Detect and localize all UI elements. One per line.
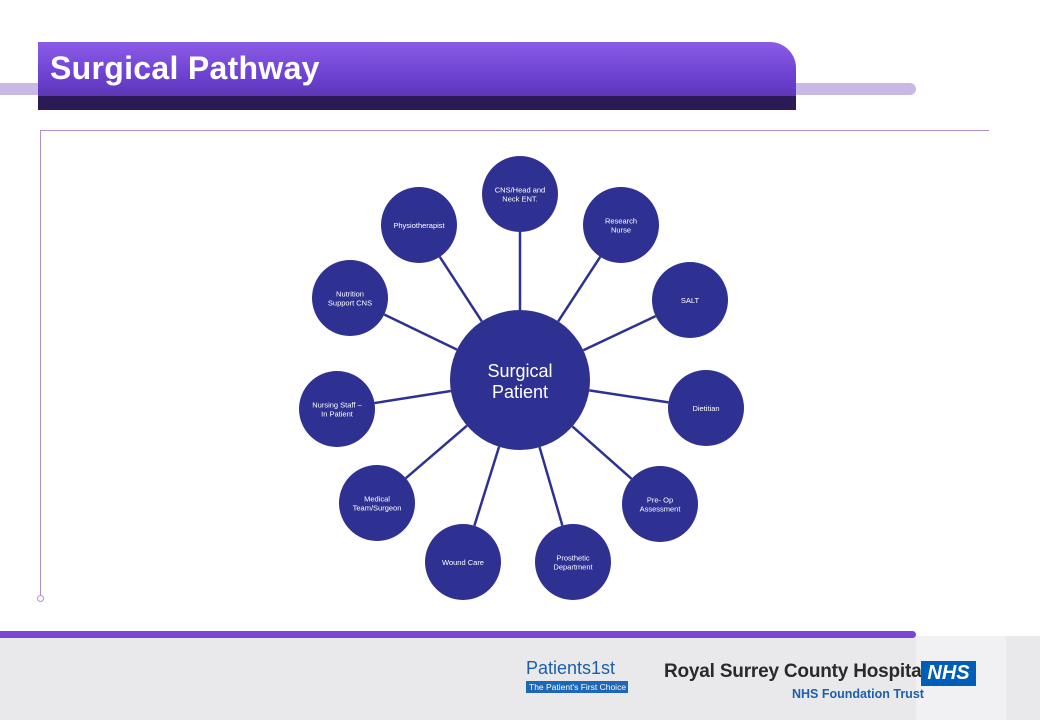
- center-node: Surgical Patient: [450, 310, 590, 450]
- pathway-node-circle: [312, 260, 388, 336]
- pathway-node-circle: [668, 370, 744, 446]
- content-frame-dot: [37, 595, 44, 602]
- patients-first-logo: Patients1st The Patient's First Choice: [526, 658, 628, 700]
- pathway-node: Physiotherapist: [381, 187, 457, 263]
- spoke-line: [438, 256, 483, 323]
- spoke-line: [582, 315, 657, 352]
- spoke-line: [404, 424, 468, 480]
- content-frame-top: [40, 130, 989, 131]
- trust-name: NHS Foundation Trust: [792, 687, 924, 701]
- pathway-node-circle: [652, 262, 728, 338]
- pathway-node-label: Wound Care: [442, 558, 484, 567]
- pathway-node-label: Physiotherapist: [393, 221, 445, 230]
- center-circle: [450, 310, 590, 450]
- patients-first-tagline: The Patient's First Choice: [526, 681, 628, 693]
- pathway-node-label: Prosthetic: [556, 554, 590, 563]
- pathway-node: Dietitian: [668, 370, 744, 446]
- spoke-line: [374, 389, 452, 405]
- spoke-line: [538, 446, 564, 526]
- pathway-node-circle: [381, 187, 457, 263]
- footer-accent-bar: [0, 631, 916, 638]
- pathway-node-label: Support CNS: [328, 299, 372, 308]
- spoke-line: [571, 425, 633, 480]
- spoke-line: [589, 389, 669, 404]
- page-title: Surgical Pathway: [50, 50, 320, 86]
- pathway-node-label: SALT: [681, 296, 700, 305]
- patients-first-word: Patients: [526, 658, 592, 678]
- pathway-node-circle: [299, 371, 375, 447]
- pathway-node-label: Department: [553, 563, 593, 572]
- pathway-node-label: Research: [605, 217, 637, 226]
- pathway-node-label: Assessment: [640, 505, 682, 514]
- pathway-node-label: Medical: [364, 495, 390, 504]
- spoke-lines: [374, 232, 669, 527]
- spoke-line: [473, 446, 501, 527]
- content-frame-left: [40, 130, 41, 598]
- pathway-node-label: Neck ENT.: [502, 195, 537, 204]
- pathway-node: SALT: [652, 262, 728, 338]
- pathway-node: Wound Care: [425, 524, 501, 600]
- pathway-node-label: Dietitian: [692, 404, 719, 413]
- pathway-node-circle: [622, 466, 698, 542]
- pathway-node-circle: [535, 524, 611, 600]
- pathway-node-circle: [425, 524, 501, 600]
- footer-background: [0, 636, 1040, 720]
- pathway-node-label: Nursing Staff –: [312, 401, 362, 410]
- patients-first-number: 1st: [591, 658, 616, 678]
- pathway-node-label: Nurse: [611, 226, 631, 235]
- center-label-line1: Surgical: [487, 361, 552, 381]
- title-tab-shadow: [38, 96, 796, 110]
- pathway-node-label: Nutrition: [336, 290, 364, 299]
- pathway-node-circle: [583, 187, 659, 263]
- pathway-node-circle: [482, 156, 558, 232]
- nhs-logo: NHS: [921, 661, 976, 686]
- pathway-node-label: In Patient: [321, 410, 354, 419]
- pathway-node-label: Team/Surgeon: [353, 504, 402, 513]
- spoke-line: [383, 313, 458, 351]
- spoke-line: [557, 256, 602, 323]
- pathway-node-label: Pre- Op: [647, 496, 673, 505]
- pathway-node-label: CNS/Head and: [495, 186, 545, 195]
- pathway-node-circle: [339, 465, 415, 541]
- center-label-line2: Patient: [492, 382, 548, 402]
- pathway-node: Nursing Staff –In Patient: [299, 371, 375, 447]
- hospital-name: Royal Surrey County Hospital: [664, 661, 927, 682]
